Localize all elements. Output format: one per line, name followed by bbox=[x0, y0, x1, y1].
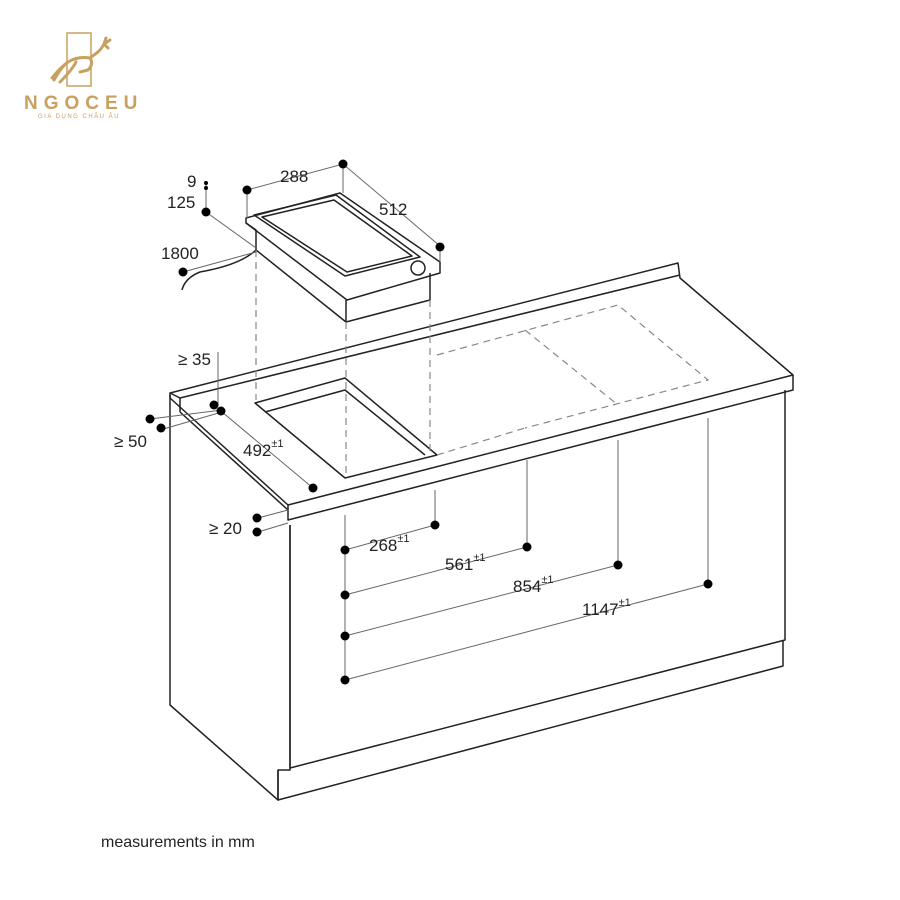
dim-width: 288 bbox=[280, 167, 309, 186]
dim-front-clearance: ≥ 20 bbox=[209, 519, 242, 538]
units-caption: measurements in mm bbox=[101, 834, 255, 851]
dim-cutout-1147: 1147±1 bbox=[582, 597, 631, 619]
dim-cutout-268: 268±1 bbox=[369, 533, 410, 555]
appliance-top bbox=[245, 192, 441, 301]
dim-height: 125 bbox=[167, 193, 196, 212]
dim-cable: 1800 bbox=[161, 244, 199, 263]
dim-rim: 9 bbox=[187, 172, 197, 191]
dim-cutout-561: 561±1 bbox=[445, 552, 486, 574]
brand-name: NGOCEU bbox=[24, 93, 144, 114]
dim-cutout-854: 854±1 bbox=[513, 574, 554, 596]
dim-back-clearance: ≥ 35 bbox=[178, 350, 211, 369]
cabinet-front bbox=[289, 390, 786, 769]
dimension-dots bbox=[145, 159, 713, 685]
brand-tagline: GIA DỤNG CHÂU ÂU bbox=[38, 114, 121, 120]
cabinet-plinth bbox=[277, 640, 784, 801]
deer-logo-icon bbox=[50, 32, 112, 87]
dim-side-clearance: ≥ 50 bbox=[114, 432, 147, 451]
dim-depth: 512 bbox=[379, 200, 408, 219]
power-cable bbox=[181, 249, 257, 291]
dim-cutout-depth: 492±1 bbox=[243, 438, 284, 460]
countertop bbox=[169, 262, 794, 521]
